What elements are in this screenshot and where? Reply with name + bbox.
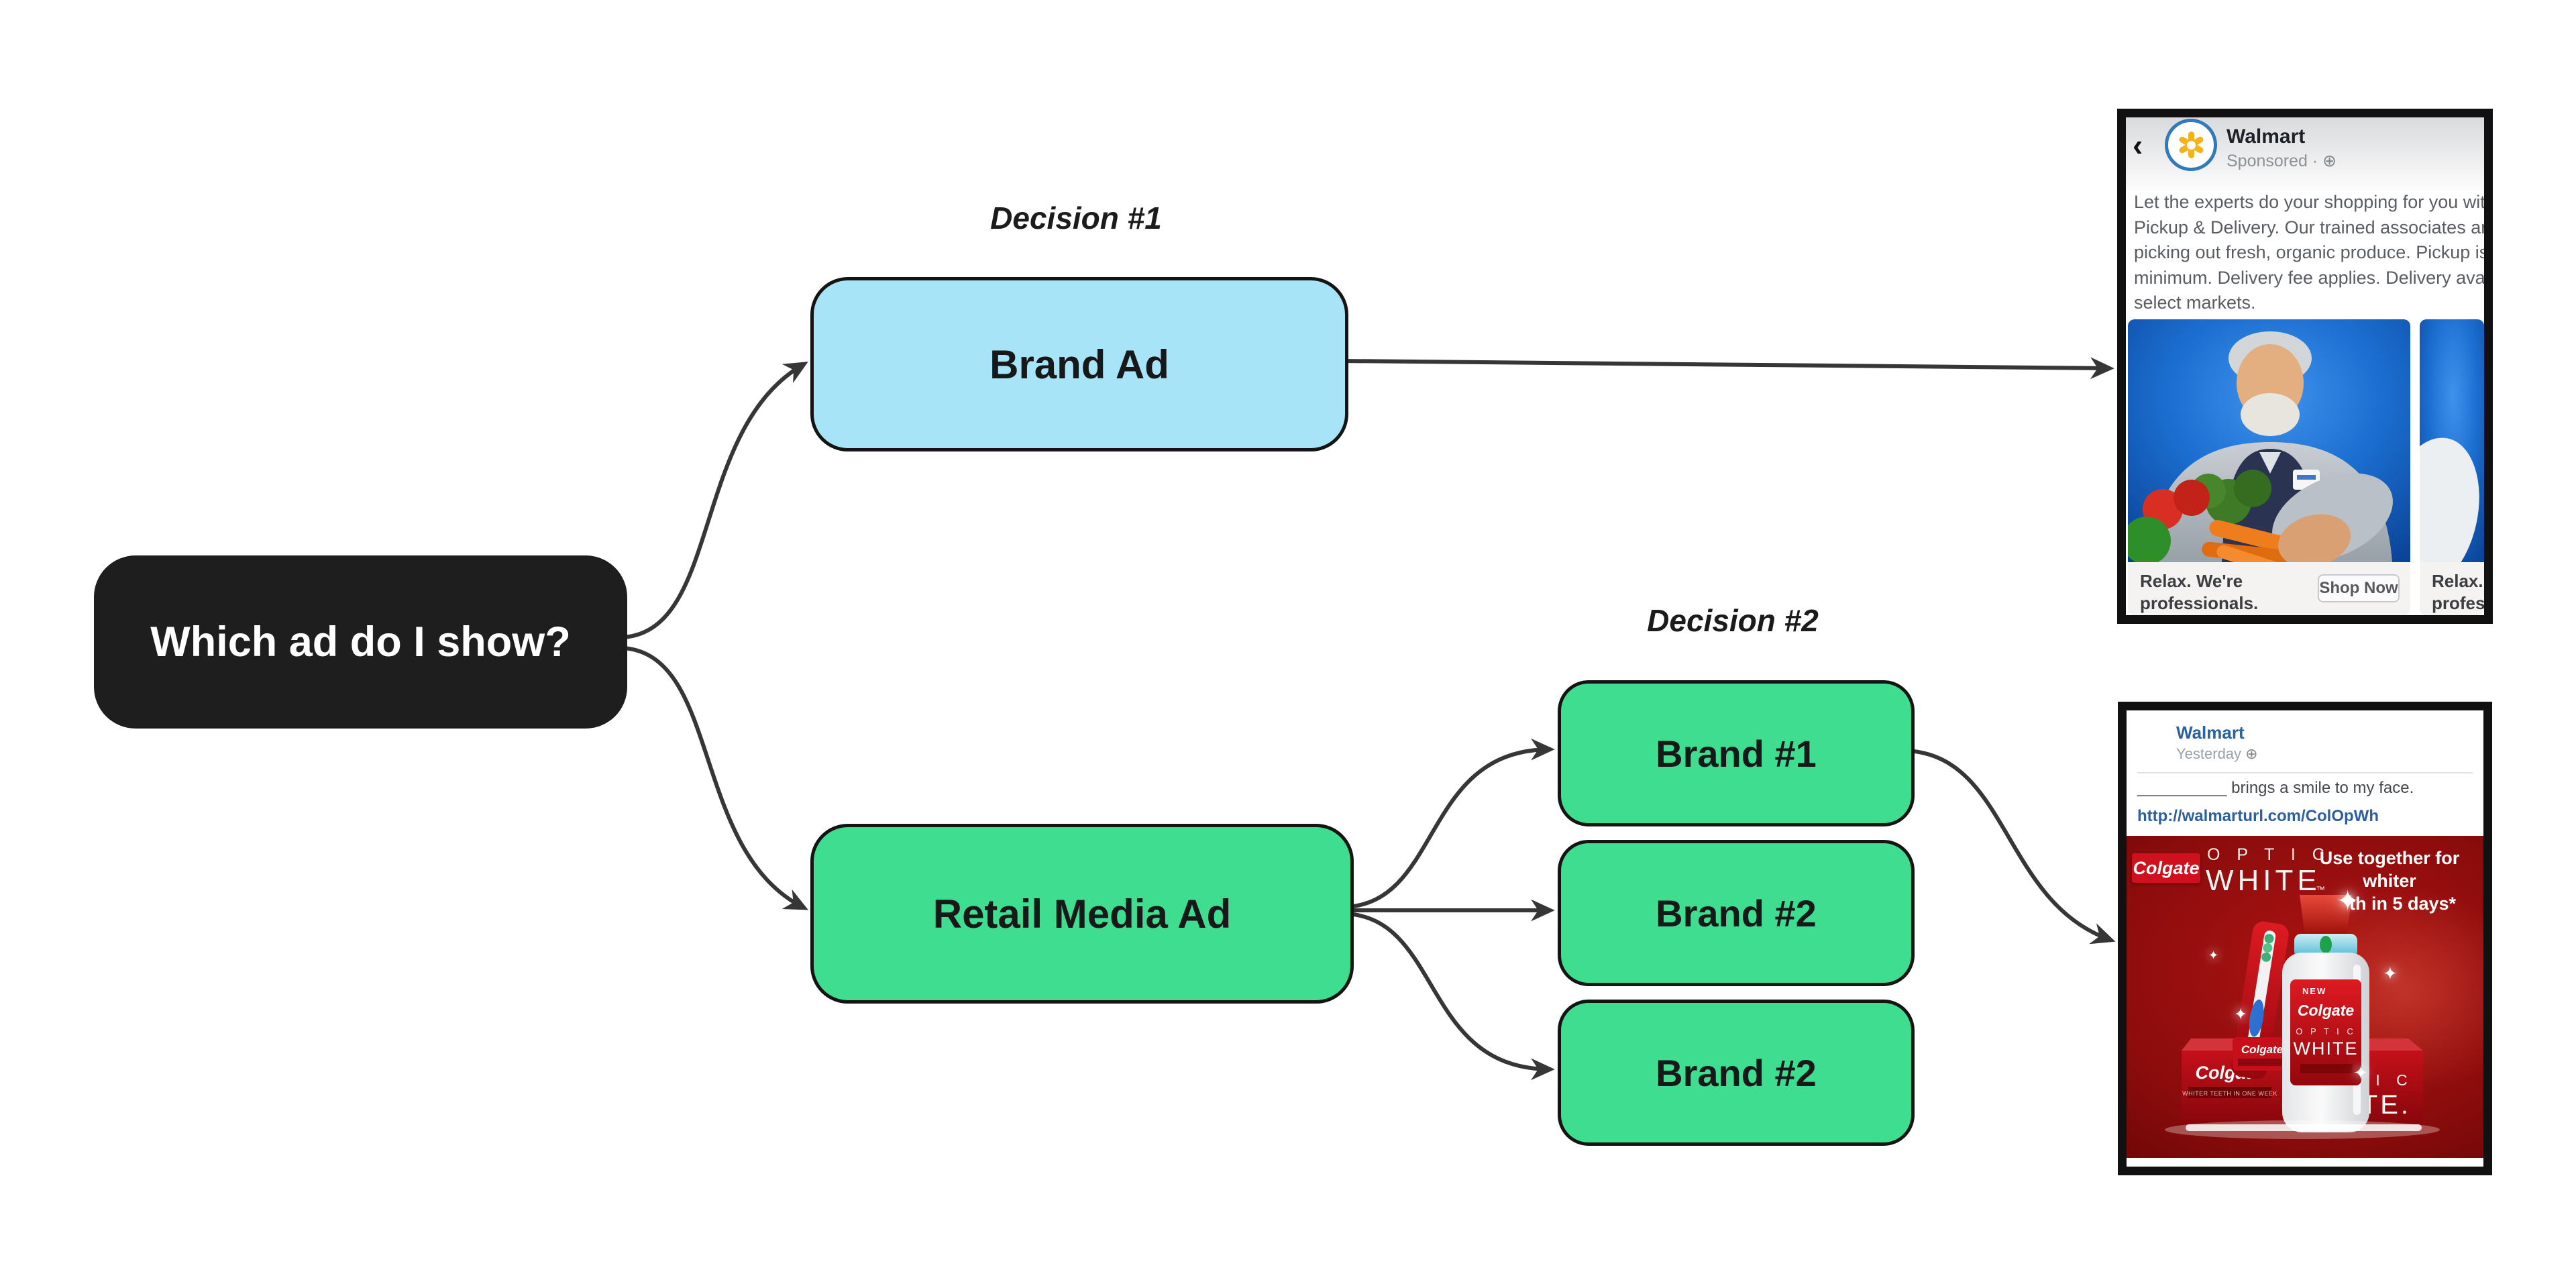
arrow-root-to-brand-ad [622,362,808,639]
divider [2137,772,2473,773]
grocery-associate-photo [2128,319,2410,562]
sparkle-icon: ✦ [2336,885,2360,916]
decision-2-label: Decision #2 [1647,603,1819,638]
card-headline: Relax. We're [2140,571,2243,591]
ad-body-text: Let the experts do your shopping for you… [2134,190,2484,316]
bottle-optic-text: O P T I C [2296,1026,2355,1036]
card-headline: Relax. [2432,571,2483,591]
brush-brand-text: Colgate [2241,1043,2283,1056]
partial-card-photo [2420,319,2484,562]
advertiser-name: Walmart [2176,722,2245,743]
colgate-logo-text: Colgate [2133,857,2200,878]
new-tag-text: NEW [2302,986,2326,996]
carousel-card-partial[interactable]: Relax. profes [2420,319,2484,615]
node-brand-2: Brand #2 [1558,840,1915,986]
sponsored-text: Sponsored · [2226,152,2323,170]
node-brand-ad: Brand Ad [810,277,1348,451]
walmart-logo [2165,119,2217,171]
node-retail-media-ad: Retail Media Ad [810,824,1354,1004]
carousel-card[interactable]: Relax. We're professionals. Shop Now [2128,319,2410,615]
white-text: WHITE [2206,864,2321,897]
box-claim-text: WHITER TEETH IN ONE WEEK [2182,1090,2277,1097]
optic-text: O P T I C [2207,845,2330,864]
decision-1-label: Decision #1 [990,201,1162,235]
card-footer: Relax. profes [2420,562,2484,615]
card-headline: profes [2432,593,2484,613]
arrow-root-to-retail [622,646,808,910]
globe-icon: ⊕ [2322,152,2337,170]
body-line: Pickup & Delivery. Our trained associate… [2134,217,2484,237]
globe-icon: ⊕ [2245,745,2258,762]
body-line: select markets. [2134,292,2256,313]
walmart-brand-ad-screenshot: ‹ Walmart Sponsored · ⊕ Let the experts … [2117,109,2493,624]
colgate-creative: Colgate O P T I C WHITE ™ Use together f… [2127,836,2483,1158]
body-line: picking out fresh, organic produce. Pick… [2134,242,2484,262]
advertiser-name: Walmart [2226,125,2306,148]
bottle-brand-text: Colgate [2298,1002,2355,1019]
arrow-retail-to-brand3 [1345,912,1555,1081]
node-which-ad-do-i-show: Which ad do I show? [94,555,627,729]
colgate-products-illustration: Colgate WHITER TEETH IN ONE WEEK O P T I… [2165,895,2440,1139]
sponsored-label: Sponsored · ⊕ [2226,151,2337,171]
node-brand-2-duplicate: Brand #2 [1558,1000,1915,1146]
shop-now-button[interactable]: Shop Now [2318,574,2400,602]
walmart-spark-icon [2178,131,2204,158]
sparkle-icon: ✦ [2234,1006,2248,1024]
sparkle-icon: ✦ [2208,949,2219,962]
colgate-retail-media-ad-screenshot: Walmart Yesterday ⊕ __________ brings a … [2118,702,2492,1175]
arrow-retail-to-brand1 [1345,738,1555,909]
timestamp-label: Yesterday ⊕ [2176,745,2258,763]
post-message: __________ brings a smile to my face. [2137,779,2414,797]
sparkle-icon: ✦ [2353,1063,2368,1083]
card-headline: professionals. [2140,593,2259,613]
trademark-symbol: ™ [2316,884,2325,895]
bottle-white-text: WHITE [2294,1038,2359,1059]
card-footer: Relax. We're professionals. Shop Now [2128,562,2410,615]
node-brand-1: Brand #1 [1558,680,1915,826]
ad-carousel: Relax. We're professionals. Shop Now Rel… [2126,319,2484,615]
arrow-brand-ad-to-walmart-ad [1340,357,2114,380]
colgate-logo: Colgate [2132,853,2200,883]
back-chevron-icon[interactable]: ‹ [2133,127,2143,162]
body-line: minimum. Delivery fee applies. Delivery … [2134,267,2484,288]
post-link[interactable]: http://walmarturl.com/ColOpWh [2137,807,2379,825]
body-line: Let the experts do your shopping for you… [2134,192,2484,212]
sparkle-icon: ✦ [2383,963,2398,983]
arrow-brand1-to-colgate-ad [1905,749,2116,945]
timestamp-text: Yesterday [2176,745,2246,762]
claim-line: Use together for whiter [2319,848,2460,891]
